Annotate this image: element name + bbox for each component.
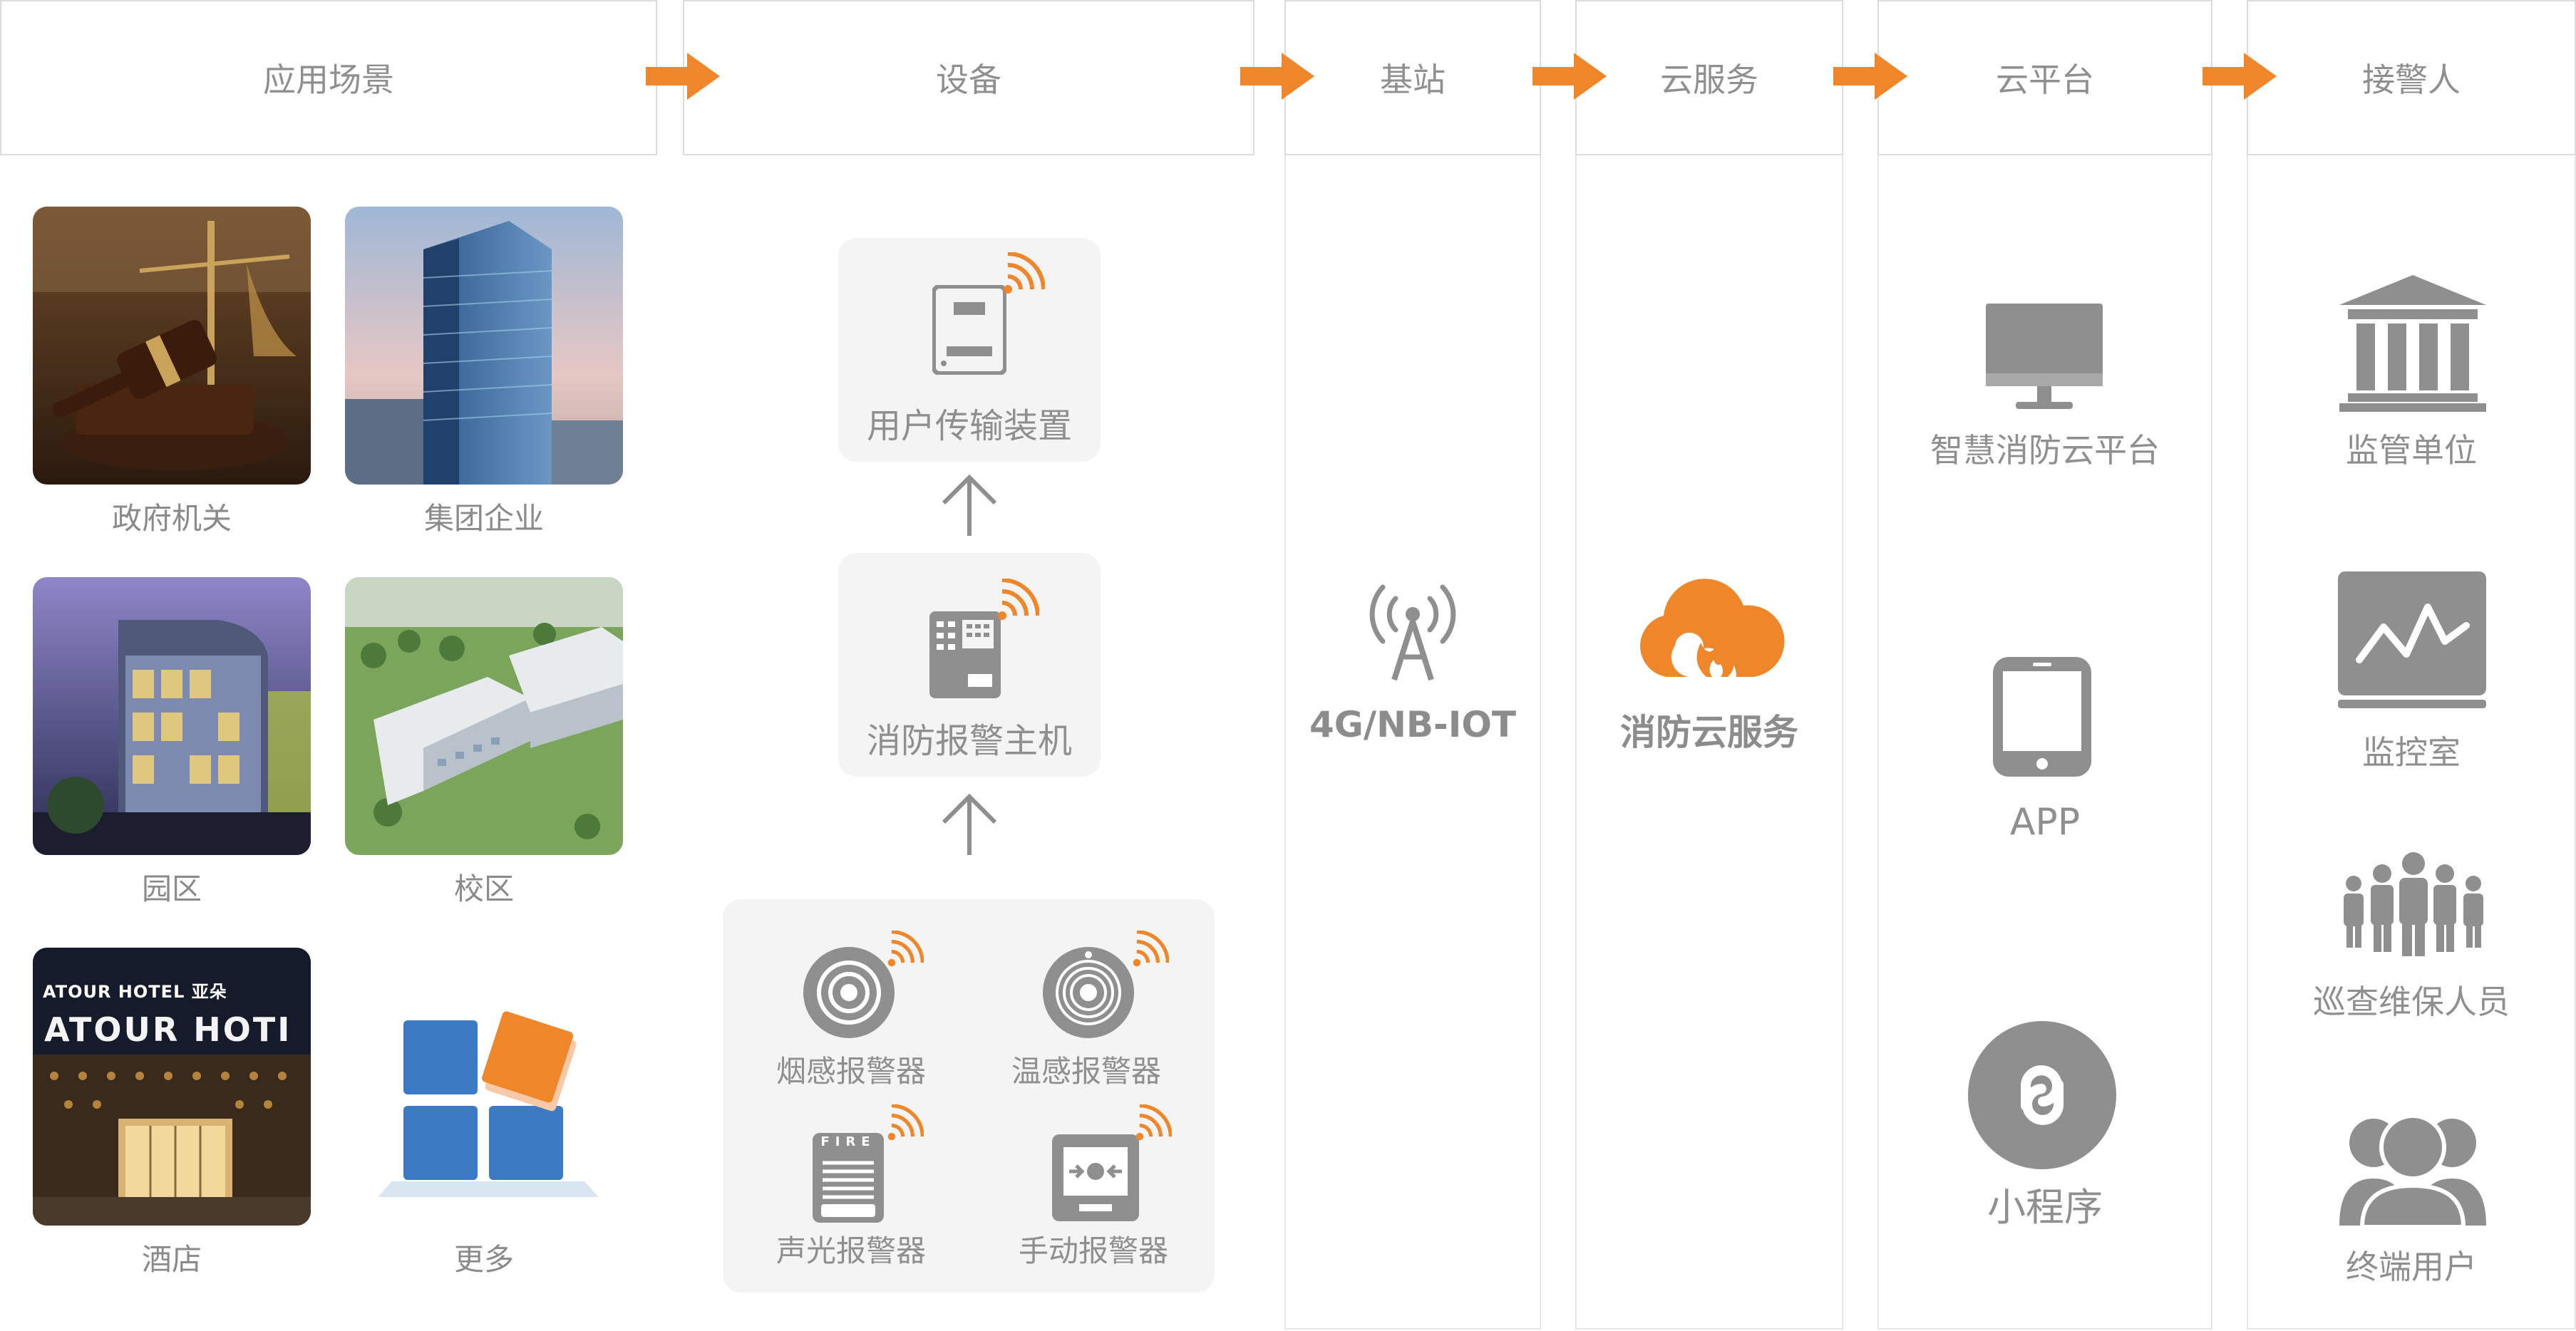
flow-arrow-icon <box>1532 53 1607 100</box>
flow-arrow-icon <box>646 53 720 100</box>
device-host-panel: 消防报警主机 <box>838 553 1101 777</box>
monitor-icon <box>1986 304 2103 409</box>
monitoring-screen-icon <box>2338 571 2486 708</box>
wireless-signal-icon <box>998 579 1039 620</box>
scene-park-image <box>33 577 311 855</box>
base-station-label: 4G/NB-IOT <box>1309 704 1516 745</box>
column-base-body <box>1284 155 1541 1330</box>
smoke-detector-icon <box>803 947 895 1038</box>
device-smoke-label: 烟感报警器 <box>776 1054 926 1089</box>
wireless-signal-icon <box>887 1104 924 1141</box>
header-receivers-label: 接警人 <box>2362 61 2461 99</box>
scene-enterprise-caption: 集团企业 <box>423 501 544 536</box>
column-cloud-platform-body <box>1877 155 2212 1330</box>
header-devices-label: 设备 <box>936 61 1001 99</box>
scene-government-caption: 政府机关 <box>111 501 232 536</box>
scene-campus-image <box>345 577 623 855</box>
tablet-icon <box>1993 657 2091 777</box>
wireless-signal-icon <box>1135 1104 1172 1141</box>
scene-campus-caption: 校区 <box>453 871 514 906</box>
header-cloud-platform-label: 云平台 <box>1996 61 2094 99</box>
cloud-platform-smart-label: 智慧消防云平台 <box>1930 431 2160 470</box>
header-base-station: 基站 <box>1284 0 1541 155</box>
manual-alarm-icon <box>1052 1134 1139 1221</box>
flow-arrow-icon <box>1833 53 1907 100</box>
header-base-label: 基站 <box>1380 61 1446 99</box>
device-transmission-panel: 用户传输装置 <box>838 238 1101 462</box>
flow-arrow-icon <box>1240 53 1314 100</box>
scene-hotel-caption: 酒店 <box>141 1242 202 1277</box>
more-tiles-icon <box>378 1011 599 1197</box>
flow-arrow-icon <box>2203 53 2277 100</box>
device-host-label: 消防报警主机 <box>866 721 1072 761</box>
cloud-platform-mini-label: 小程序 <box>1987 1185 2103 1230</box>
fire-tag-label: FIRE <box>820 1134 876 1149</box>
header-devices: 设备 <box>683 0 1254 155</box>
mini-program-icon <box>1968 1021 2116 1169</box>
device-sound-light-label: 声光报警器 <box>776 1233 926 1268</box>
device-manual-label: 手动报警器 <box>1018 1233 1168 1268</box>
temperature-detector-icon <box>1043 947 1134 1038</box>
column-receivers-body <box>2247 155 2576 1330</box>
header-cloud-platform: 云平台 <box>1877 0 2212 155</box>
antenna-tower-icon <box>1369 584 1456 681</box>
receiver-control-room-label: 监控室 <box>2362 733 2461 772</box>
receiver-regulator-label: 监管单位 <box>2346 431 2477 470</box>
wireless-signal-icon <box>1133 931 1169 967</box>
receiver-end-user-label: 终端用户 <box>2346 1248 2477 1286</box>
receiver-patrol-label: 巡查维保人员 <box>2313 983 2510 1021</box>
scene-government-image <box>33 207 311 485</box>
alarm-host-icon <box>929 611 1001 698</box>
scene-hotel-image: ATOUR HOTEL 亚朵 ATOUR HOTI <box>33 948 311 1226</box>
header-receivers: 接警人 <box>2247 0 2576 155</box>
header-scenes-label: 应用场景 <box>263 61 394 99</box>
header-cloud-service-label: 云服务 <box>1660 61 1758 99</box>
device-temperature-label: 温感报警器 <box>1011 1054 1161 1089</box>
transmission-device-icon <box>932 285 1006 375</box>
up-arrow-icon <box>942 793 997 855</box>
team-people-icon <box>2344 852 2483 956</box>
header-cloud-service: 云服务 <box>1575 0 1843 155</box>
scene-park-caption: 园区 <box>141 871 202 906</box>
fire-cloud-icon <box>1640 579 1785 677</box>
cloud-platform-app-label: APP <box>2009 801 2081 844</box>
sound-light-alarm-icon: FIRE <box>811 1131 885 1224</box>
device-transmission-label: 用户传输装置 <box>866 406 1072 446</box>
wireless-signal-icon <box>1004 252 1045 294</box>
scene-enterprise-image <box>345 207 623 485</box>
up-arrow-icon <box>942 474 997 536</box>
hotel-sign-small: ATOUR HOTEL 亚朵 <box>43 982 227 1002</box>
wireless-signal-icon <box>887 931 924 967</box>
government-building-icon <box>2339 275 2486 412</box>
device-detectors-panel: 烟感报警器 温感报警器 FIRE 声光报警器 <box>723 899 1215 1293</box>
header-scenes: 应用场景 <box>0 0 657 155</box>
column-cloud-service-body <box>1575 155 1843 1330</box>
cloud-service-label: 消防云服务 <box>1620 712 1798 753</box>
scene-more-caption: 更多 <box>453 1242 514 1277</box>
users-group-icon <box>2339 1114 2486 1227</box>
hotel-sign-big: ATOUR HOTI <box>44 1010 292 1049</box>
